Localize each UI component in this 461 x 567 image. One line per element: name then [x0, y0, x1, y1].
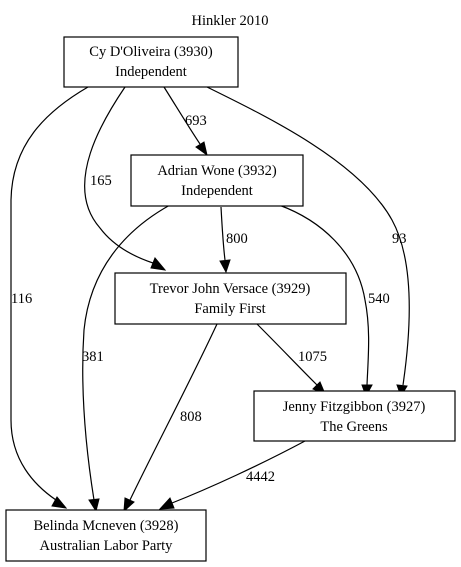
node-name: Cy D'Oliveira (3930) — [89, 44, 213, 60]
edge-label: 116 — [11, 291, 32, 307]
node-belinda-mcneven[interactable]: Belinda Mcneven (3928) Australian Labor … — [5, 509, 207, 562]
node-party: The Greens — [320, 419, 388, 435]
node-party: Family First — [194, 301, 265, 317]
node-name: Trevor John Versace (3929) — [150, 281, 311, 297]
edge-label: 381 — [82, 349, 104, 365]
edge-3930-to-3928: 116 — [10, 86, 89, 509]
node-party: Australian Labor Party — [40, 538, 174, 554]
node-trevor-john-versace[interactable]: Trevor John Versace (3929) Family First — [114, 272, 347, 325]
edge-3932-to-3929: 800 — [219, 206, 248, 274]
node-name: Adrian Wone (3932) — [157, 163, 277, 179]
node-party: Independent — [181, 183, 253, 199]
edge-3930-to-3929: 165 — [84, 86, 167, 271]
edge-label: 1075 — [298, 349, 327, 365]
edge-3932-to-3928: 381 — [82, 204, 171, 513]
nodes: Cy D'Oliveira (3930) Independent Adrian … — [5, 36, 456, 562]
node-name: Jenny Fitzgibbon (3927) — [283, 399, 426, 415]
edge-3930-to-3932: 693 — [163, 86, 208, 157]
edge-label: 93 — [392, 231, 407, 247]
edge-label: 4442 — [246, 469, 275, 485]
node-cy-doliveira[interactable]: Cy D'Oliveira (3930) Independent — [63, 36, 239, 88]
edge-label: 800 — [226, 231, 248, 247]
edge-label: 693 — [185, 113, 207, 129]
edge-label: 808 — [180, 409, 202, 425]
edge-label: 165 — [90, 173, 112, 189]
node-party: Independent — [115, 64, 187, 80]
diagram-title: Hinkler 2010 — [192, 13, 269, 29]
edge-3929-to-3928: 808 — [123, 323, 218, 513]
edges: 693 165 93 116 800 5 — [10, 86, 410, 513]
edge-3927-to-3928: 4442 — [158, 440, 306, 510]
edge-label: 540 — [368, 291, 390, 307]
node-name: Belinda Mcneven (3928) — [34, 518, 179, 534]
edge-3929-to-3927: 1075 — [256, 323, 327, 395]
node-adrian-wone[interactable]: Adrian Wone (3932) Independent — [130, 154, 304, 207]
node-jenny-fitzgibbon[interactable]: Jenny Fitzgibbon (3927) The Greens — [253, 390, 456, 442]
